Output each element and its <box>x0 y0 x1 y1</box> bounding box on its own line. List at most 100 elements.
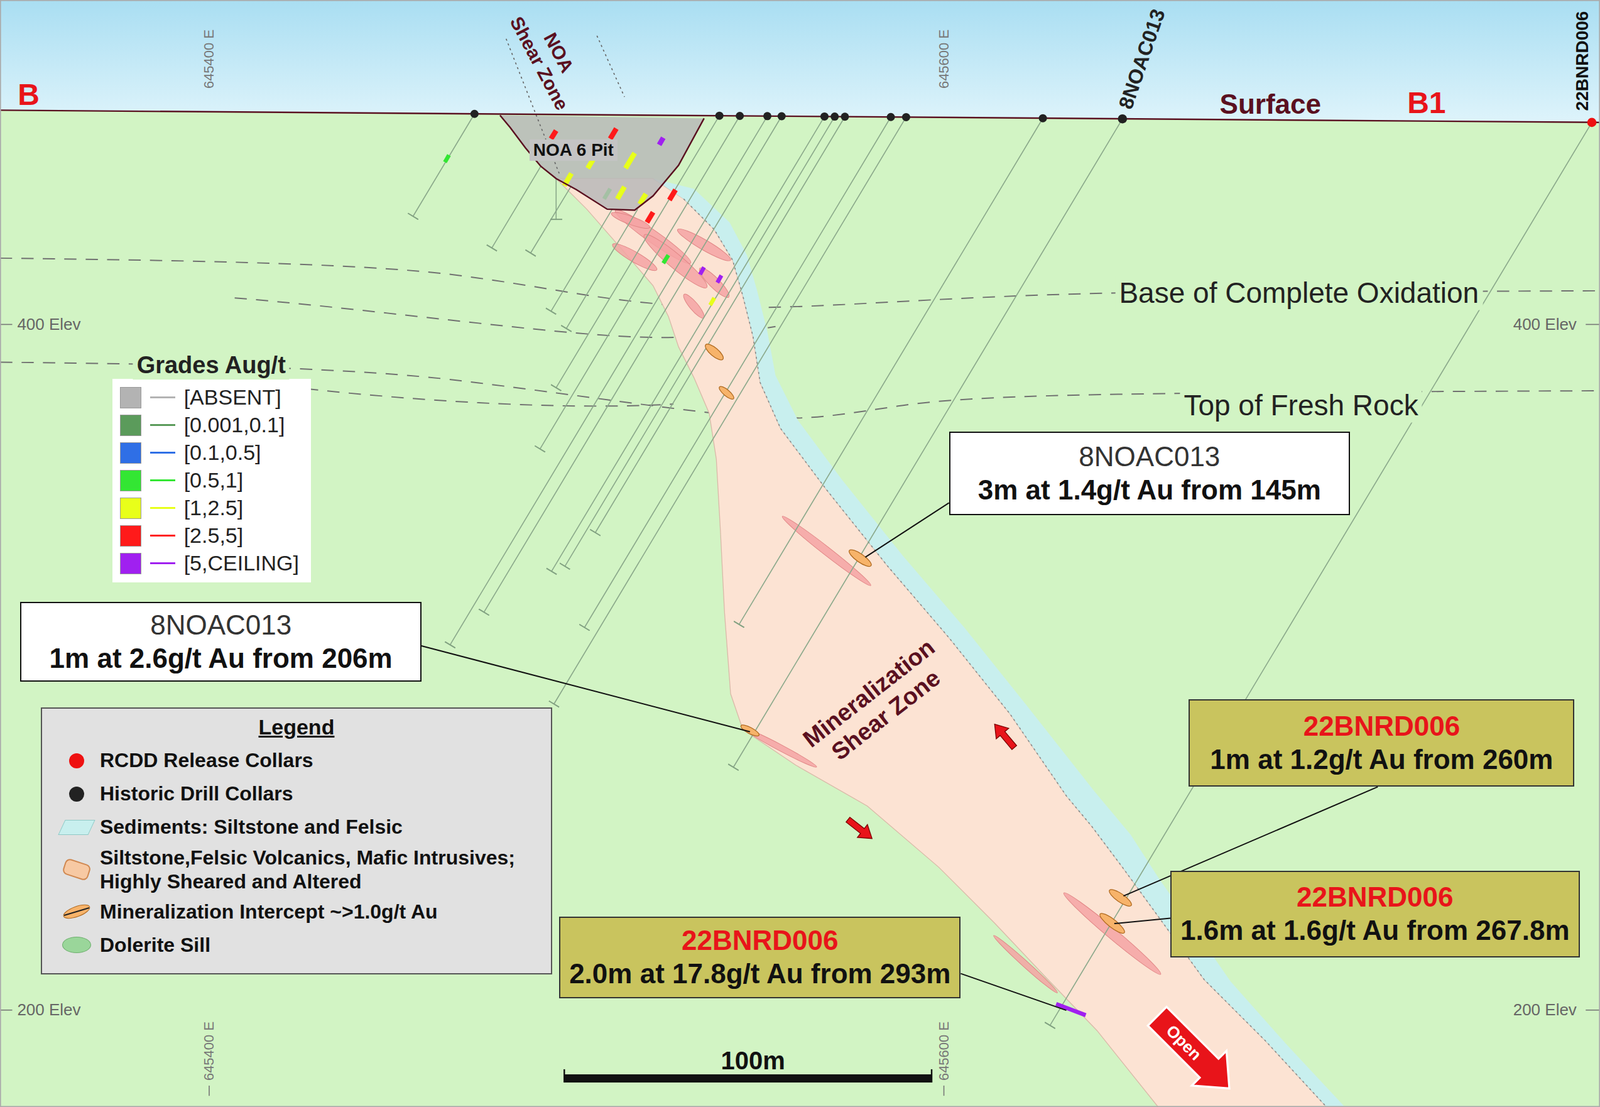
swatch-holder <box>53 819 100 835</box>
sky <box>0 0 1600 125</box>
movement-arrow <box>843 812 877 845</box>
drill-hole <box>555 178 557 220</box>
surface-label: Surface <box>1219 87 1322 120</box>
open-arrow <box>1140 998 1247 1106</box>
legend-row: [ABSENT] <box>119 383 305 412</box>
elevation-label: 400 Elev <box>1509 314 1581 335</box>
section-end: B1 <box>1407 85 1446 120</box>
legend-row: Sediments: Siltstone and Felsic <box>53 812 540 843</box>
callout-box: 22BNRD0062.0m at 17.8g/t Au from 293m <box>559 916 961 999</box>
swatch-holder <box>53 786 100 802</box>
intercept-result: 1m at 2.6g/t Au from 206m <box>49 642 393 676</box>
legend-swatch <box>119 386 142 409</box>
legend-text: RCDD Release Collars <box>99 748 314 773</box>
historic-collar <box>715 111 724 120</box>
weathering-horizon <box>305 388 674 407</box>
mineral-intercept <box>702 341 726 363</box>
shear-zone-boundary <box>596 35 625 97</box>
leader-line <box>865 502 949 558</box>
drill-hole <box>491 166 541 249</box>
callout-box: 8NOAC0131m at 2.6g/t Au from 206m <box>20 601 421 682</box>
pit-grade-interval <box>669 189 676 200</box>
legend-swatch <box>119 525 142 547</box>
high-grade-intercept <box>1055 1003 1086 1016</box>
callout-box: 8NOAC0133m at 1.4g/t Au from 145m <box>949 431 1350 516</box>
pit-outline <box>500 115 705 211</box>
intercept-symbol <box>64 907 90 916</box>
legend-text: Dolerite Sill <box>99 932 211 957</box>
legend-swatch <box>119 414 142 436</box>
historic-collar <box>1117 114 1127 124</box>
movement-arrow <box>988 718 1021 753</box>
ground <box>0 109 1600 1107</box>
historic-collar <box>1039 114 1048 123</box>
legend-row: Historic Drill Collars <box>53 778 540 810</box>
horizon-label: Base of Complete Oxidation <box>1115 275 1483 311</box>
rcdd-collar <box>1587 118 1597 128</box>
pit-grade-interval <box>550 130 556 139</box>
pit-outline <box>500 115 705 211</box>
easting-label: 645600 E <box>936 1021 952 1081</box>
legend-line-sample <box>150 451 176 454</box>
historic-collar <box>777 111 786 120</box>
open-arrow <box>1140 998 1247 1106</box>
intercept-symbol <box>60 902 93 921</box>
pit-grade-interval <box>617 186 625 199</box>
scale-bar <box>930 1069 933 1083</box>
leader-line <box>960 973 1067 1011</box>
legend-line-sample <box>150 562 176 565</box>
scale-bar <box>563 1069 565 1083</box>
historic-collar <box>763 111 772 120</box>
easting-label: 645600 E <box>936 29 952 89</box>
historic-collar <box>470 109 1127 124</box>
ground <box>0 109 1600 1107</box>
drill-hole <box>413 113 475 217</box>
sheared-lens <box>609 205 1165 996</box>
axis-tick <box>1585 1009 1600 1011</box>
surface-line <box>0 109 1600 122</box>
callout-box: 22BNRD0061m at 1.2g/t Au from 260m <box>1188 699 1575 788</box>
historic-collar <box>820 112 829 121</box>
legend-text: Siltstone,Felsic Volcanics, Mafic Intrus… <box>99 845 540 894</box>
hole-id: 22BNRD006 <box>1303 709 1460 744</box>
collar-id: 8NOAC013 <box>1113 6 1170 112</box>
legend-row: [5,CEILING] <box>119 549 305 578</box>
swatch-holder <box>53 753 100 769</box>
easting-label: 645400 E <box>201 29 217 89</box>
historic-collar <box>887 113 896 122</box>
legend-line-sample <box>150 534 176 537</box>
legend-row: Siltstone,Felsic Volcanics, Mafic Intrus… <box>53 845 540 894</box>
legend-row: Mineralization Intercept ~>1.0g/t Au <box>53 896 540 927</box>
legend-heading: Legend <box>53 714 540 740</box>
section-end: B <box>17 77 40 112</box>
surface-line <box>0 109 1600 122</box>
historic-collar <box>735 111 744 120</box>
mineral-intercept <box>739 723 761 739</box>
legend-row: [2.5,5] <box>119 522 305 550</box>
legend-text: [1,2.5] <box>184 495 244 521</box>
pit-grade-interval <box>609 128 617 139</box>
axis-tick <box>1585 324 1600 326</box>
legend-text: Historic Drill Collars <box>99 781 294 806</box>
movement-arrow <box>988 718 1021 753</box>
axis-tick <box>0 324 1600 1096</box>
hole-id: 8NOAC013 <box>150 608 292 643</box>
historic-collar <box>902 113 911 122</box>
elevation-label: 200 Elev <box>13 1000 85 1021</box>
legend-heading: Grades Aug/t <box>133 351 290 381</box>
legend-row: [1,2.5] <box>119 494 305 523</box>
drill-hole <box>413 113 1592 1026</box>
mineral-intercept <box>717 384 736 401</box>
intercept-result: 2.0m at 17.8g/t Au from 293m <box>569 957 951 991</box>
elevation-label: 200 Elev <box>1509 1000 1581 1021</box>
legend-swatch <box>57 819 95 835</box>
grade-interval <box>699 266 704 274</box>
pit-grade-interval <box>647 212 654 223</box>
legend-row: Dolerite Sill <box>53 929 540 960</box>
grade-legend-panel: [ABSENT][0.001,0.1][0.1,0.5][0.5,1][1,2.… <box>112 378 312 583</box>
legend-row: RCDD Release Collars <box>53 745 540 776</box>
legend-text: [0.1,0.5] <box>184 440 262 465</box>
legend-swatch <box>69 786 85 802</box>
